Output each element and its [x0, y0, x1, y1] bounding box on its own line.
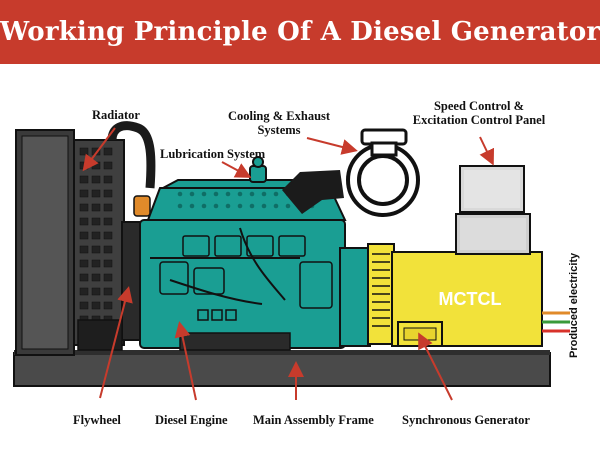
speed-control-label-line2: Excitation Control Panel: [412, 113, 546, 127]
generator-brand-logo: MCTCL: [439, 289, 502, 309]
output-wires: [542, 311, 570, 333]
radiator: [15, 121, 156, 356]
radiator-label: Radiator: [92, 108, 140, 122]
lubrication-arrow: [221, 161, 252, 178]
main-assembly-frame-label: Main Assembly Frame: [253, 413, 374, 427]
diesel-engine-arrow: [174, 321, 197, 401]
lubrication-system-label: Lubrication System: [160, 147, 266, 161]
cooling-exhaust-label-line1: Cooling & Exhaust: [227, 109, 331, 123]
radiator-arrow: [82, 127, 116, 172]
speed-control-label-line1: Speed Control &: [433, 99, 525, 113]
speed-excitation-control-panel: [455, 165, 531, 255]
flywheel-label: Flywheel: [73, 413, 121, 427]
title-banner: [0, 0, 600, 64]
synchronous-generator: MCTCL: [391, 251, 543, 347]
page-title: Working Principle Of A Diesel Generator: [0, 17, 600, 47]
diesel-engine: [133, 156, 347, 351]
coupling-housing: [339, 243, 395, 347]
synchronous-generator-label: Synchronous Generator: [402, 413, 530, 427]
synchronous-generator-arrow: [418, 332, 453, 401]
cooling-exhaust-system: [282, 128, 420, 217]
produced-electricity-label: Produced electricity: [568, 252, 580, 358]
flywheel-arrow: [99, 286, 133, 399]
main-assembly-frame: [13, 350, 551, 387]
diesel-engine-label: Diesel Engine: [155, 413, 228, 427]
cooling-exhaust-label-line2: Systems: [257, 123, 301, 137]
speed-panel-arrow: [479, 136, 495, 166]
cooling-arrow: [306, 137, 358, 155]
